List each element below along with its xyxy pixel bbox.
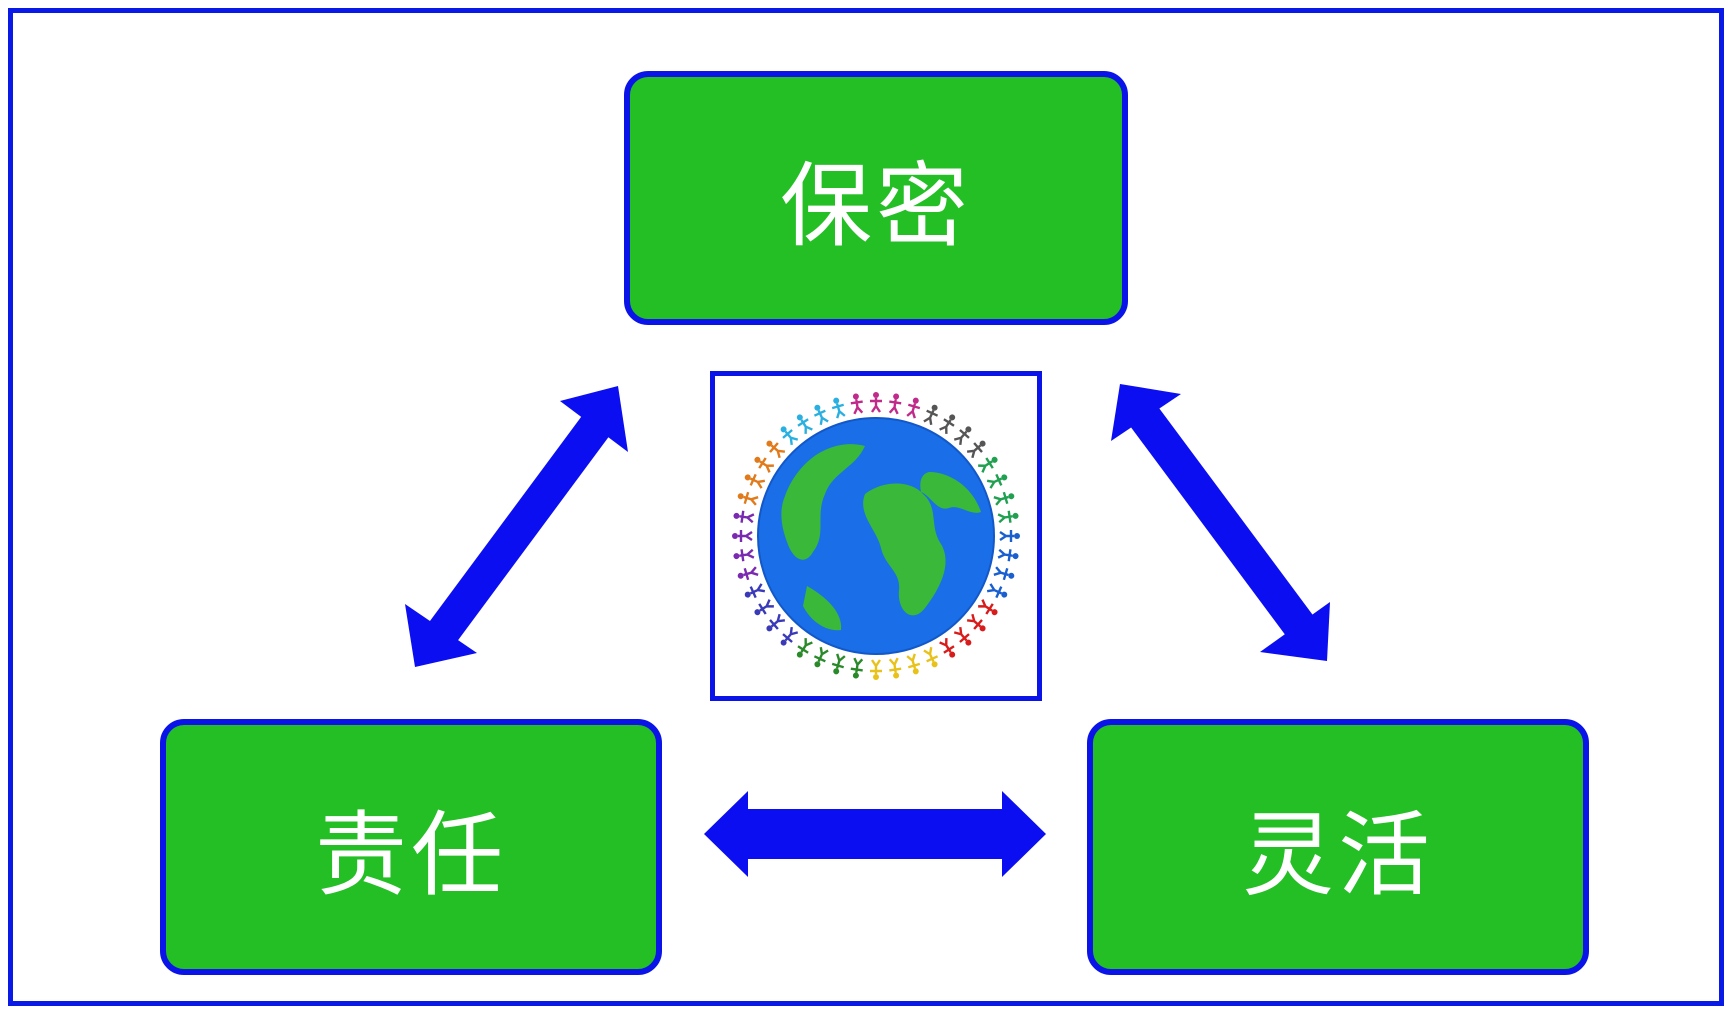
arrow-top-right (1111, 384, 1330, 661)
person-figure (796, 638, 813, 658)
person-figure (888, 393, 902, 415)
person-figure (796, 414, 813, 434)
person-figure (939, 638, 956, 658)
people-ring (732, 392, 1020, 680)
person-figure (986, 473, 1008, 489)
arrow-left-right (704, 791, 1046, 877)
person-figure (906, 397, 921, 419)
person-figure (766, 440, 786, 459)
person-figure (744, 473, 766, 489)
person-figure (754, 456, 774, 473)
person-figure (906, 653, 921, 675)
node-label-top: 保密 (779, 152, 972, 260)
person-figure (870, 659, 882, 680)
person-figure (850, 393, 864, 415)
person-figure (978, 599, 998, 616)
person-figure (999, 530, 1020, 542)
person-figure (831, 397, 846, 419)
person-figure (953, 426, 972, 446)
person-figure (986, 583, 1008, 599)
arrow-top-left (405, 386, 628, 667)
person-figure (953, 626, 972, 646)
person-figure (780, 626, 799, 646)
person-figure (732, 530, 753, 542)
person-figure (733, 548, 755, 562)
person-figure (997, 548, 1019, 562)
person-figure (993, 566, 1015, 581)
person-figure (813, 646, 829, 668)
person-figure (737, 491, 759, 506)
person-figure (870, 392, 882, 413)
person-figure (850, 657, 864, 679)
person-figure (978, 456, 998, 473)
person-figure (993, 491, 1015, 506)
person-figure (733, 510, 755, 524)
node-flexibility[interactable]: 灵活 (1087, 719, 1589, 975)
person-figure (923, 646, 939, 668)
person-figure (813, 404, 829, 426)
node-responsibility[interactable]: 责任 (160, 719, 662, 975)
node-confidentiality[interactable]: 保密 (624, 71, 1128, 325)
person-figure (744, 583, 766, 599)
globe-image (710, 371, 1042, 701)
person-figure (766, 613, 786, 632)
person-figure (939, 414, 956, 434)
person-figure (780, 426, 799, 446)
person-figure (966, 613, 986, 632)
person-figure (831, 653, 846, 675)
person-figure (997, 510, 1019, 524)
person-figure (754, 599, 774, 616)
node-label-right: 灵活 (1241, 801, 1434, 909)
person-figure (737, 566, 759, 581)
globe-with-people-icon (732, 392, 1020, 680)
person-figure (966, 440, 986, 459)
person-figure (888, 657, 902, 679)
person-figure (923, 404, 939, 426)
node-label-left: 责任 (314, 801, 507, 909)
